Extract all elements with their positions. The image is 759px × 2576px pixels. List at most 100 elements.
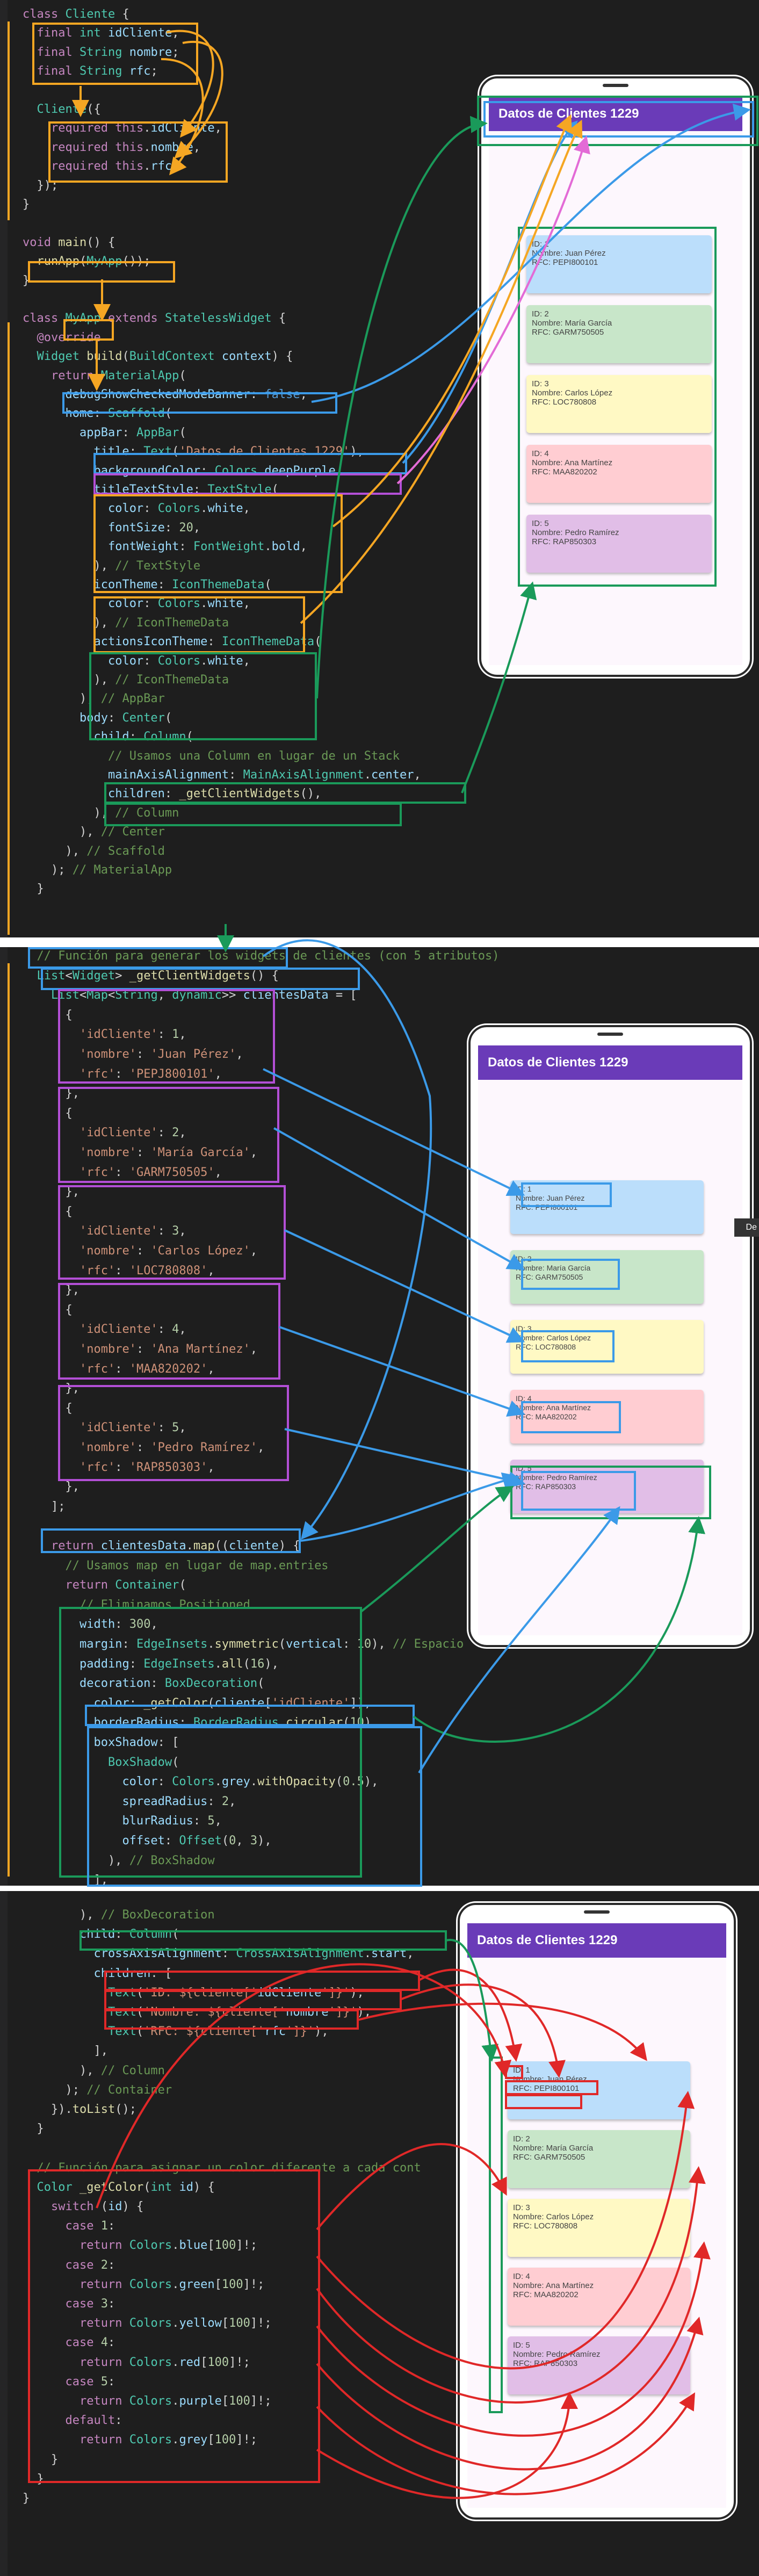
code-line: return Colors.purple[100]!; — [79, 2394, 272, 2408]
code-line: debugShowCheckedModeBanner: false, — [65, 388, 307, 401]
code-line: 'idCliente': 2, — [79, 1126, 186, 1140]
gutter — [0, 1891, 8, 2576]
code-line: final String nombre; — [37, 45, 179, 59]
scope-bar — [8, 21, 10, 220]
code-line: iconTheme: IconThemeData( — [93, 578, 272, 591]
code-line: 'rfc': 'MAA820202', — [79, 1362, 215, 1376]
phone-notch — [597, 1033, 623, 1036]
code-line: // Usamos una Column en lugar de un Stac… — [107, 749, 400, 763]
code-line: 'idCliente': 4, — [79, 1323, 186, 1337]
code-line: children: _getClientWidgets(), — [107, 787, 322, 801]
code-line: BoxShadow( — [107, 1755, 179, 1769]
card-rfc-line: RFC: RAP850303 — [516, 1482, 576, 1491]
code-line: 'nombre': 'Ana Martínez', — [79, 1343, 258, 1356]
card-rfc-line: RFC: LOC780808 — [516, 1343, 576, 1351]
card-id-line: ID: 1 — [532, 240, 549, 249]
code-line: { — [23, 1303, 73, 1317]
code-line: blurRadius: 5, — [122, 1814, 222, 1828]
code-line: // Eliminamos Positioned — [79, 1598, 250, 1612]
code-line: return MaterialApp( — [50, 369, 186, 383]
card-id-line: ID: 4 — [532, 449, 549, 458]
card-id-line: ID: 4 — [516, 1394, 532, 1403]
code-line: 'idCliente': 1, — [79, 1028, 186, 1042]
card-name-line: Nombre: Carlos López — [516, 1333, 591, 1342]
code-line: spreadRadius: 2, — [122, 1794, 236, 1808]
code-line: case 1: — [65, 2219, 115, 2233]
scope-bar — [8, 963, 10, 1877]
card-rfc-line: RFC: GARM750505 — [516, 1273, 583, 1281]
code-line: ], — [23, 1873, 108, 1886]
code-line: } — [23, 198, 30, 211]
card-id-line: ID: 5 — [516, 1464, 532, 1473]
code-line: { — [23, 1008, 73, 1022]
scope-bar — [8, 322, 10, 935]
code-line: ), // BoxDecoration — [23, 1908, 215, 1922]
code-line: // Función para asignar un color diferen… — [37, 2161, 421, 2175]
code-line: class MyApp extends StatelessWidget { — [23, 312, 286, 326]
card-name-line: Nombre: Juan Pérez — [513, 2075, 587, 2084]
code-line: color: Colors.white, — [107, 502, 250, 516]
code-line: 'rfc': 'RAP850303', — [79, 1460, 215, 1474]
card-rfc-line: RFC: MAA820202 — [532, 467, 597, 477]
code-line: padding: EdgeInsets.all(16), — [79, 1657, 279, 1671]
code-line: backgroundColor: Colors.deepPurple, — [93, 464, 343, 478]
code-line: }, — [23, 1480, 79, 1494]
card-id-line: ID: 5 — [532, 519, 549, 528]
card-rfc-line: RFC: PEPI800101 — [513, 2084, 580, 2093]
code-line: 'nombre': 'Pedro Ramírez', — [79, 1441, 265, 1454]
code-line: fontSize: 20, — [107, 521, 201, 535]
code-line: } — [23, 2122, 44, 2136]
card-id-line: ID: 1 — [516, 1185, 532, 1193]
code-line: ), // Center — [23, 825, 165, 839]
code-line: return Colors.blue[100]!; — [79, 2239, 258, 2253]
code-line: Widget build(BuildContext context) { — [37, 350, 293, 364]
code-line: void main() { — [23, 235, 115, 249]
code-line: mainAxisAlignment: MainAxisAlignment.cen… — [107, 768, 421, 782]
code-line: fontWeight: FontWeight.bold, — [107, 540, 307, 554]
card-rfc-line: RFC: GARM750505 — [513, 2153, 585, 2162]
side-tab[interactable]: De — [734, 1218, 759, 1237]
code-line: return Colors.grey[100]!; — [79, 2433, 258, 2447]
code-line: ), // AppBar — [23, 692, 165, 706]
code-line: } — [23, 882, 44, 896]
app-title: Datos de Clientes 1229 — [477, 1933, 618, 1947]
card-rfc-line: RFC: PEPI800101 — [516, 1203, 578, 1211]
code-line: ), // Scaffold — [23, 844, 165, 858]
card-id-line: ID: 2 — [532, 309, 549, 319]
code-line: 'rfc': 'GARM750505', — [79, 1165, 222, 1179]
code-line: ), // IconThemeData — [23, 673, 229, 687]
card-name-line: Nombre: Ana Martínez — [532, 458, 613, 467]
card-rfc-line: RFC: GARM750505 — [532, 328, 604, 337]
card-rfc-line: RFC: RAP850303 — [513, 2359, 578, 2368]
card-id-line: ID: 4 — [513, 2272, 530, 2281]
code-line: required this.nombre, — [50, 140, 201, 154]
code-line: { — [23, 1204, 73, 1218]
code-line: color: _getColor(cliente['idCliente']), — [93, 1696, 372, 1710]
code-line: return Colors.green[100]!; — [79, 2277, 265, 2291]
code-line: 'nombre': 'Juan Pérez', — [79, 1048, 243, 1061]
code-line: default: — [65, 2414, 122, 2428]
code-line: required this.rfc, — [50, 160, 179, 174]
card-name-line: Nombre: Ana Martínez — [513, 2281, 594, 2290]
code-line: } — [23, 2452, 59, 2466]
code-line: case 2: — [65, 2258, 115, 2272]
card-name-line: Nombre: Juan Pérez — [516, 1194, 585, 1202]
app-title: Datos de Clientes 1229 — [488, 1055, 628, 1070]
code-line: ), // TextStyle — [23, 559, 201, 573]
code-line: 'nombre': 'Carlos López', — [79, 1244, 258, 1258]
code-line: }, — [23, 1283, 79, 1297]
gutter — [0, 0, 8, 937]
code-line: appBar: AppBar( — [79, 425, 186, 439]
app-bar: Datos de Clientes 1229 — [478, 1045, 742, 1080]
card-rfc-line: RFC: RAP850303 — [532, 537, 597, 546]
code-line: }, — [23, 1382, 79, 1396]
code-line: { — [23, 1106, 73, 1120]
code-line: borderRadius: BorderRadius.circular(10), — [93, 1716, 379, 1730]
code-line: home: Scaffold( — [65, 407, 172, 421]
card-rfc-line: RFC: MAA820202 — [516, 1412, 577, 1421]
